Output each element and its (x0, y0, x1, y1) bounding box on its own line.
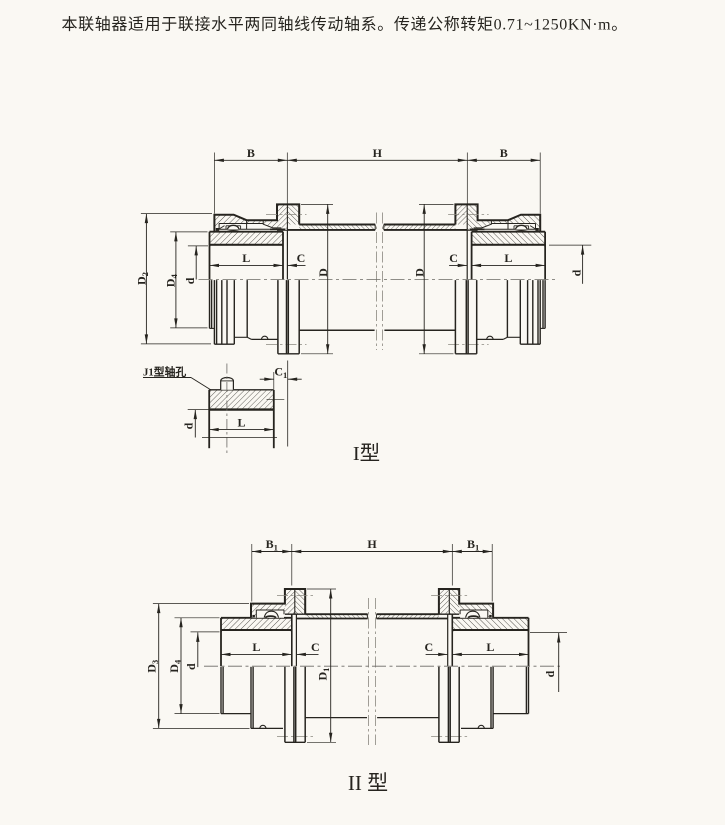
svg-text:L: L (504, 251, 512, 265)
svg-text:d: d (183, 277, 197, 284)
svg-text:d: d (543, 670, 557, 677)
svg-text:C: C (449, 251, 458, 265)
svg-text:B: B (500, 146, 508, 160)
svg-text:d: d (184, 663, 198, 670)
svg-text:d: d (182, 422, 196, 429)
svg-text:B: B (247, 146, 255, 160)
svg-text:D: D (412, 268, 426, 277)
svg-text:H: H (367, 537, 377, 551)
svg-text:C: C (297, 251, 306, 265)
svg-text:L: L (486, 640, 494, 654)
svg-text:I型: I型 (353, 442, 380, 465)
svg-text:本联轴器适用于联接水平两同轴线传动轴系。传递公称转矩0.71: 本联轴器适用于联接水平两同轴线传动轴系。传递公称转矩0.71~1250KN·m。 (62, 16, 628, 34)
svg-text:H: H (373, 146, 383, 160)
svg-text:L: L (242, 251, 250, 265)
svg-text:L: L (252, 640, 260, 654)
svg-text:C: C (424, 640, 433, 654)
svg-text:II 型: II 型 (348, 771, 388, 795)
svg-text:D: D (316, 268, 330, 277)
svg-text:d: d (569, 269, 583, 276)
svg-text:L: L (237, 415, 245, 429)
svg-text:C: C (311, 640, 320, 654)
svg-text:J1型轴孔: J1型轴孔 (143, 365, 186, 379)
